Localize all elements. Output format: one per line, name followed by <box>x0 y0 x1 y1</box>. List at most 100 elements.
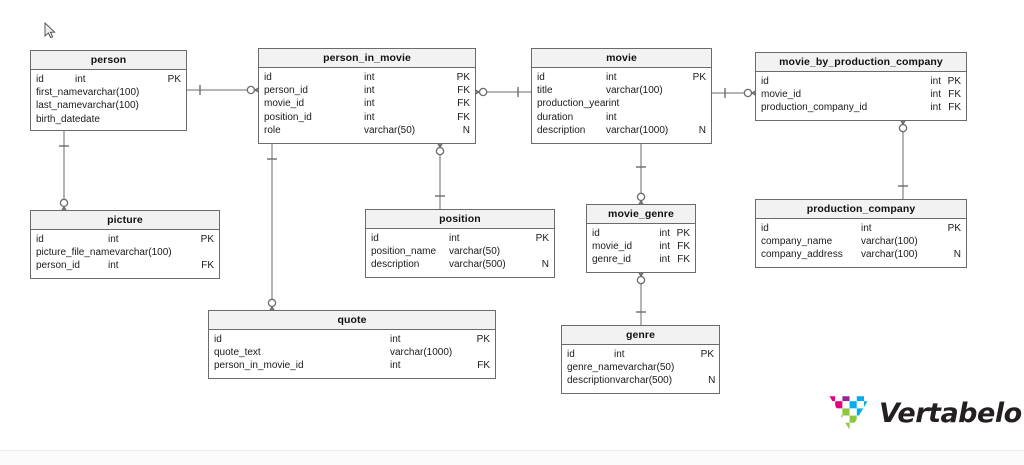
attribute-name: position_id <box>264 111 312 123</box>
attribute-key: PK <box>947 223 961 234</box>
attribute-key <box>170 99 188 112</box>
attribute-key: N <box>708 375 716 387</box>
attribute-spacer <box>631 253 660 266</box>
attribute-name: production_company_id <box>761 102 868 114</box>
entity-title-person: person <box>31 51 186 70</box>
attribute-key: FK <box>201 260 214 272</box>
attribute-name: description <box>567 375 616 387</box>
attribute-type: int <box>108 260 119 272</box>
vertabelo-wordmark: Vertabelo <box>879 397 1022 429</box>
attribute-key: FK <box>457 111 470 123</box>
attribute-key: FK <box>477 360 490 372</box>
attribute-type: int <box>364 98 375 110</box>
attribute-type: varchar(100) <box>82 87 140 99</box>
attribute-spacer <box>867 101 930 114</box>
attribute-row[interactable]: position_id int FK <box>264 111 470 124</box>
mouse-cursor-icon <box>44 22 56 39</box>
attribute-spacer <box>573 111 606 124</box>
attribute-type: varchar(50) <box>364 124 416 136</box>
attribute-type: int <box>108 234 119 245</box>
entity-title-production_company: production_company <box>756 200 966 219</box>
attribute-type: int <box>364 85 375 97</box>
attribute-name: person_id <box>264 85 308 97</box>
attribute-spacer <box>843 248 861 261</box>
attribute-name: company_address <box>761 249 843 261</box>
attribute-type: int <box>364 72 375 83</box>
attribute-name: quote_text <box>214 347 261 359</box>
attribute-type: int <box>390 334 401 345</box>
attribute-key: PK <box>456 72 470 83</box>
attribute-type: int <box>449 233 460 244</box>
attribute-key: PK <box>476 334 490 345</box>
attribute-type: int <box>364 111 375 123</box>
attribute-key <box>692 84 706 97</box>
attribute-name: id <box>537 72 545 83</box>
attribute-spacer <box>832 235 861 248</box>
attribute-spacer <box>272 71 364 84</box>
attribute-name: id <box>592 228 600 239</box>
attribute-spacer <box>436 245 449 258</box>
attribute-spacer <box>419 258 449 271</box>
entity-title-movie: movie <box>532 49 711 68</box>
attribute-type: varchar(500) <box>615 375 673 387</box>
attribute-key <box>168 113 186 126</box>
attribute-name: picture_file_name <box>36 247 115 259</box>
attribute-key: PK <box>200 234 214 245</box>
attribute-key: PK <box>535 233 549 244</box>
attribute-key: N <box>698 124 706 136</box>
attribute-spacer <box>801 88 930 101</box>
attribute-type: varchar(100) <box>606 85 663 97</box>
attribute-name: id <box>36 74 44 85</box>
attribute-key: N <box>462 124 470 136</box>
attribute-key: FK <box>677 254 690 266</box>
attribute-key: FK <box>948 89 961 101</box>
